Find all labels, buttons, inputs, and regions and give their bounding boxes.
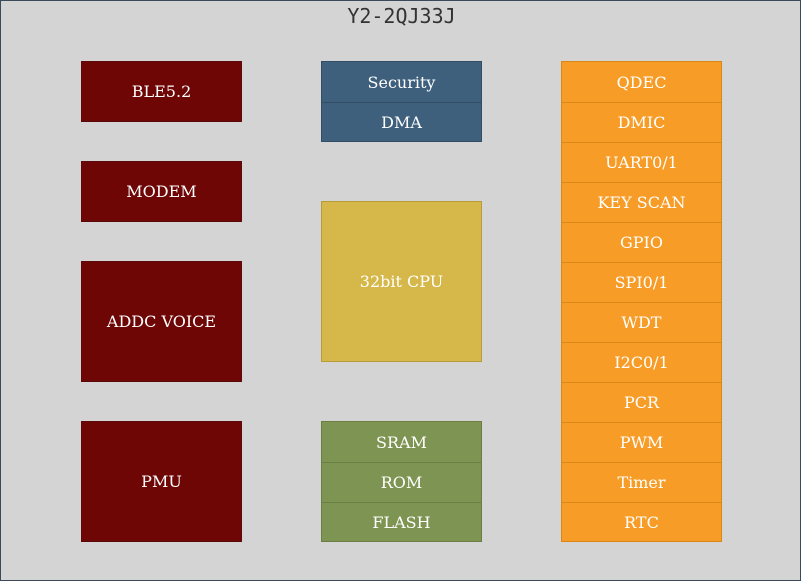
flash-block: FLASH (322, 502, 481, 542)
qdec-block: QDEC (616, 72, 667, 92)
modem-block: MODEM (81, 161, 242, 222)
pcr-block: PCR (562, 382, 721, 422)
dmic-block: DMIC (562, 102, 721, 142)
dma-block: DMA (322, 102, 481, 142)
spi-block: SPI0/1 (562, 262, 721, 302)
memory-stack: SRAM ROM FLASH (321, 421, 482, 542)
pwm-block: PWM (562, 422, 721, 462)
i2c-block: I2C0/1 (562, 342, 721, 382)
ble-block: BLE5.2 (81, 61, 242, 122)
rtc-block: RTC (562, 502, 721, 542)
uart-block: UART0/1 (562, 142, 721, 182)
key-scan-block: KEY SCAN (562, 182, 721, 222)
pmu-block: PMU (81, 421, 242, 542)
timer-block: Timer (562, 462, 721, 502)
addc-voice-block: ADDC VOICE (81, 261, 242, 382)
rom-block: ROM (322, 462, 481, 502)
diagram-title: Y2-2QJ33J (347, 4, 456, 28)
peripheral-stack: QDEC DMIC UART0/1 KEY SCAN GPIO SPI0/1 W… (561, 61, 722, 542)
cpu-block: 32bit CPU (321, 201, 482, 362)
security-dma-stack: Security DMA (321, 61, 482, 142)
gpio-block: GPIO (562, 222, 721, 262)
sram-block: SRAM (376, 432, 427, 452)
security-block: Security (367, 72, 436, 92)
wdt-block: WDT (562, 302, 721, 342)
